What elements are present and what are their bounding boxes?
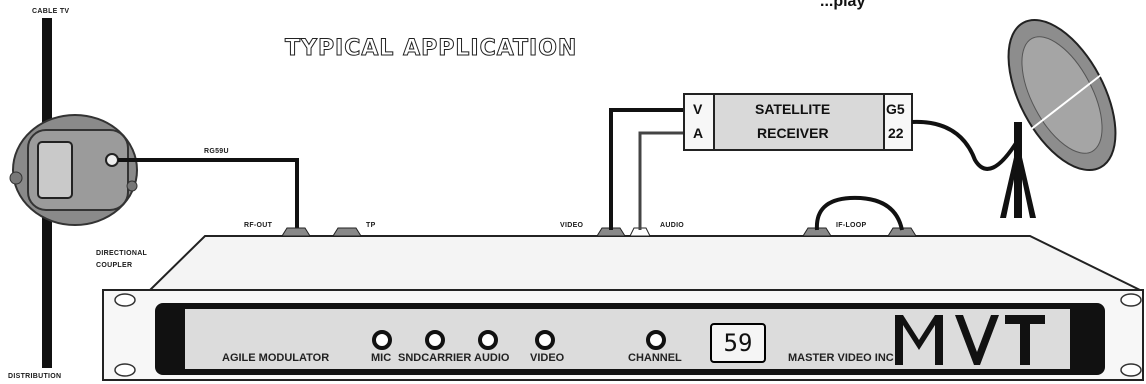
video-jack <box>535 330 555 350</box>
rg59u-label: RG59U <box>204 148 229 155</box>
video-in-label: VIDEO <box>560 222 584 229</box>
diagram-title: TYPICAL APPLICATION <box>284 36 578 61</box>
video-cable <box>609 108 686 230</box>
agile-modulator-label: AGILE MODULATOR <box>222 352 330 364</box>
modulator-chassis-top <box>147 235 1141 291</box>
directional-label: DIRECTIONAL <box>96 250 148 257</box>
mvt-logo <box>895 315 1045 365</box>
mic-label: MIC <box>371 352 392 364</box>
directional-coupler <box>9 114 138 226</box>
satellite-dish <box>1000 18 1118 218</box>
receiver-model-1: G5 <box>886 101 905 117</box>
if-loop-label: IF-LOOP <box>836 222 867 229</box>
if-loop-connector-right <box>887 227 917 237</box>
audio-jack <box>478 330 498 350</box>
sndcarrier-jack <box>425 330 445 350</box>
audio-panel-label: AUDIO <box>474 352 510 364</box>
rf-out-connector <box>281 227 311 237</box>
sndcarrier-label: SNDCARRIER <box>398 352 472 364</box>
if-loop-connector-left <box>802 227 832 237</box>
tp-label: TP <box>366 222 376 229</box>
audio-in-label: AUDIO <box>660 222 685 229</box>
video-panel-label: VIDEO <box>530 352 565 364</box>
rg59u-cable <box>118 158 299 232</box>
coupler-label: COUPLER <box>96 262 133 269</box>
satellite-receiver <box>683 93 913 151</box>
lnb-cable <box>911 119 1020 171</box>
receiver-name-line1: SATELLITE <box>755 101 831 117</box>
audio-cable <box>638 131 686 230</box>
audio-connector <box>629 227 651 237</box>
receiver-model-2: 22 <box>888 125 904 141</box>
receiver-a-port: A <box>693 125 704 141</box>
channel-label: CHANNEL <box>628 352 682 364</box>
receiver-name-line2: RECEIVER <box>757 125 829 141</box>
maker-label: MASTER VIDEO INC <box>788 352 894 364</box>
tp-connector <box>332 227 362 237</box>
cable-tv-label: CABLE TV <box>32 8 70 15</box>
receiver-v-port: V <box>693 101 703 117</box>
rf-out-label: RF-OUT <box>244 222 273 229</box>
channel-knob <box>646 330 666 350</box>
cropped-heading: ...play <box>820 0 866 10</box>
if-loop-cable <box>814 195 904 231</box>
mic-jack <box>372 330 392 350</box>
distribution-label: DISTRIBUTION <box>8 373 62 380</box>
channel-display: 59 <box>710 323 766 363</box>
video-connector <box>596 227 626 237</box>
